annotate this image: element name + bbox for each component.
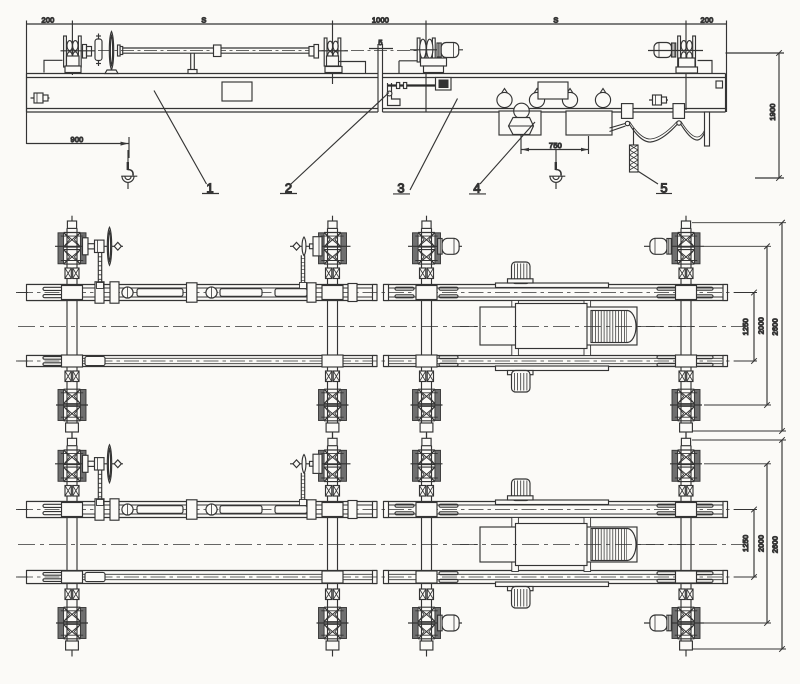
svg-text:5: 5 (378, 38, 382, 47)
svg-text:2000: 2000 (757, 535, 766, 552)
svg-text:2600: 2600 (771, 318, 780, 335)
svg-text:S: S (553, 16, 558, 25)
svg-text:2000: 2000 (757, 317, 766, 334)
svg-text:1250: 1250 (741, 318, 750, 335)
svg-text:200: 200 (701, 16, 714, 25)
svg-text:2: 2 (285, 181, 292, 196)
svg-text:1000: 1000 (372, 16, 389, 25)
svg-text:900: 900 (71, 135, 84, 144)
svg-text:1250: 1250 (741, 535, 750, 552)
svg-text:S: S (201, 16, 206, 25)
svg-text:750: 750 (549, 141, 562, 150)
svg-text:3: 3 (397, 181, 404, 196)
svg-text:200: 200 (42, 16, 55, 25)
svg-text:5: 5 (660, 181, 667, 196)
svg-text:4: 4 (473, 181, 480, 196)
svg-text:2600: 2600 (771, 536, 780, 553)
svg-text:1900: 1900 (768, 103, 777, 120)
svg-text:1: 1 (206, 181, 213, 196)
